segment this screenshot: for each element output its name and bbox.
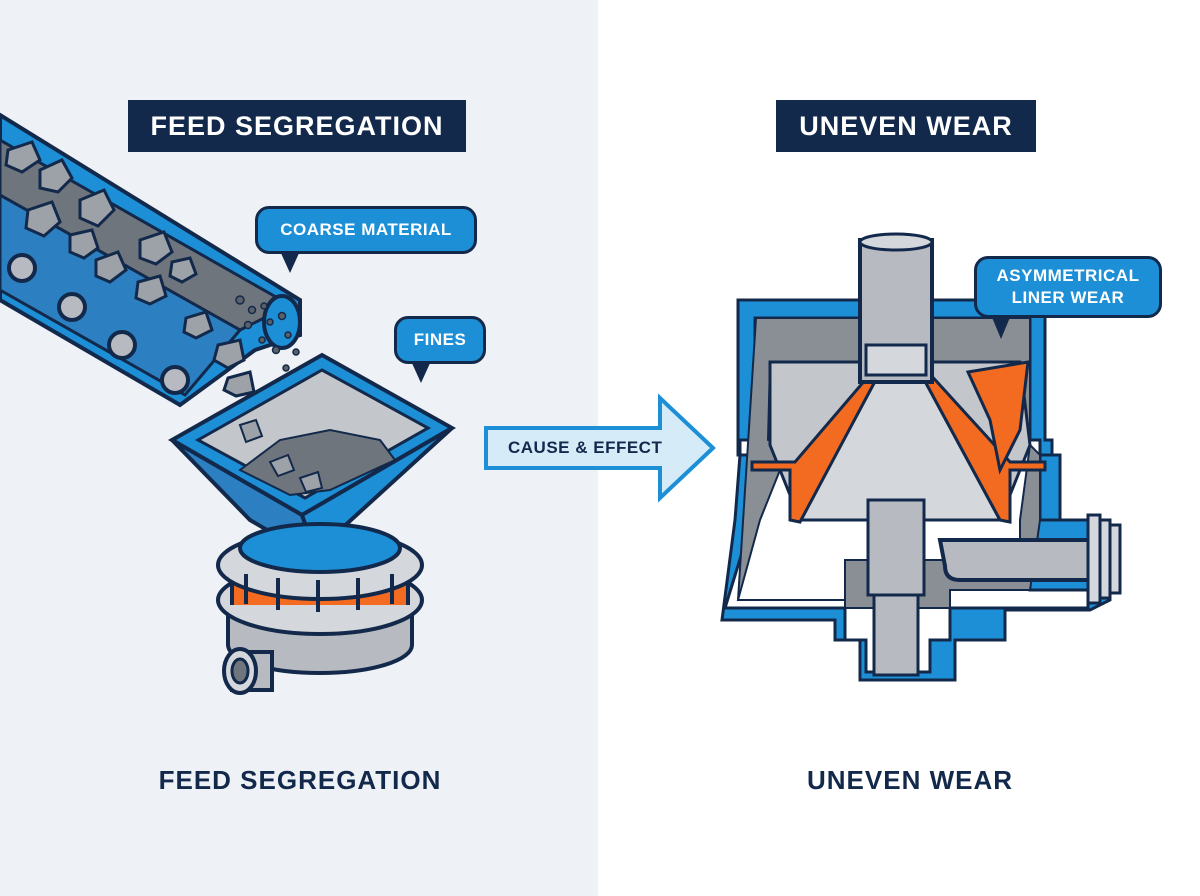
coarse-material-text: COARSE MATERIAL [280,220,452,239]
wear-text-line1: ASYMMETRICAL [996,266,1140,285]
cause-effect-arrow [484,393,716,503]
fines-callout: FINES [394,316,486,383]
conveyor-rollers [7,253,190,395]
crusher-body-left [216,522,424,695]
left-bottom-label: FEED SEGREGATION [158,765,442,795]
callout-tail [991,315,1011,339]
coarse-rocks [4,140,256,398]
arrow-label: CAUSE & EFFECT [508,438,663,457]
callout-tail [411,361,431,383]
wear-text-line2: LINER WEAR [1011,288,1125,307]
asymmetrical-wear-callout: ASYMMETRICAL LINER WEAR [974,256,1162,339]
right-bottom-label: UNEVEN WEAR [806,765,1013,795]
right-title: UNEVEN WEAR [776,100,1036,152]
fines-text: FINES [413,330,467,349]
left-title: FEED SEGREGATION [128,100,466,152]
crusher-cross-section [720,232,1122,682]
coarse-material-callout: COARSE MATERIAL [255,206,477,273]
callout-tail [280,251,300,273]
